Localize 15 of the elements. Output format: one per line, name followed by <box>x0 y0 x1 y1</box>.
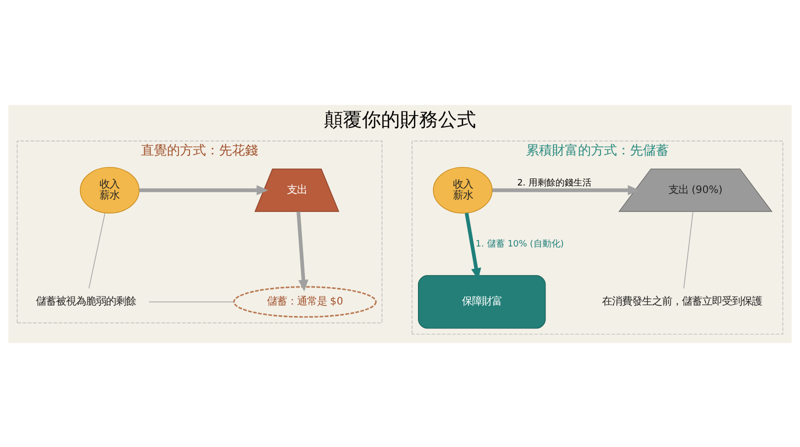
node-ellipse: 收入 薪水 <box>432 166 493 214</box>
arrow <box>139 184 268 195</box>
diagram-title: 顛覆你的財務公式 <box>324 108 476 131</box>
edge-label: 1. 儲蓄 10% (自動化) <box>476 239 564 250</box>
node-ellipse: 收入 薪水 <box>80 166 140 214</box>
connector <box>88 212 106 288</box>
connector <box>683 210 694 288</box>
arrow <box>296 211 308 291</box>
node-text: 在消費發生之前，儲蓄立即受到保護 <box>602 295 762 308</box>
edge-label: 2. 用剩餘的錢生活 <box>517 178 592 188</box>
node-box: 保障財富 <box>418 274 546 328</box>
node-ellipse: 儲蓄：通常是 $0 <box>233 286 377 318</box>
arrow <box>492 184 640 195</box>
node-text: 儲蓄被視為脆弱的剩餘 <box>36 295 136 308</box>
connector <box>148 301 234 302</box>
